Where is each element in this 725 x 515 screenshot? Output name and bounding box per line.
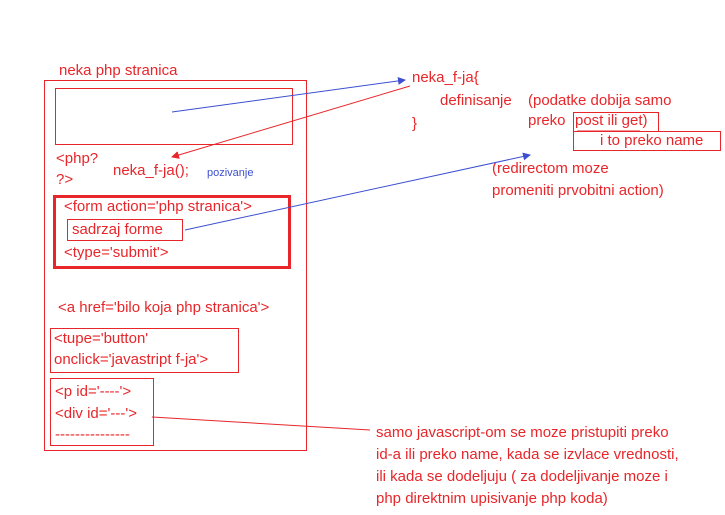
button-line-1: <tupe='button' (54, 330, 149, 347)
redirect-note-1: (redirectom moze (492, 160, 609, 177)
php-close-tag: ?> (56, 171, 74, 188)
data-note-1: (podatke dobija samo (528, 92, 672, 109)
dashes: --------------- (55, 426, 130, 443)
button-box (50, 328, 239, 373)
function-call: neka_f-ja(); (113, 162, 189, 179)
page-title: neka php stranica (59, 62, 178, 79)
form-box (53, 195, 291, 269)
output-area-box (55, 88, 293, 145)
name-box (573, 131, 721, 151)
js-note-4: php direktnim upisivanje php koda) (376, 490, 608, 507)
function-close: } (412, 115, 418, 132)
element-ids-box (50, 378, 154, 446)
div-tag: <div id='---'> (55, 405, 138, 422)
js-note-3: ili kada se dodeljuju ( za dodeljivanje … (376, 468, 668, 485)
redirect-note-2: promeniti prvobitni action) (492, 182, 664, 199)
function-body: definisanje (440, 92, 512, 109)
function-header: neka_f-ja{ (412, 69, 479, 86)
p-tag: <p id='----'> (55, 383, 132, 400)
submit-tag: <type='submit'> (64, 244, 169, 261)
js-note-2: id-a ili preko name, kada se izvlace vre… (376, 446, 679, 463)
form-content: sadrzaj forme (72, 221, 163, 238)
data-note-2-boxed: post ili get) (575, 112, 648, 129)
call-note: pozivanje (207, 167, 254, 179)
data-note-3: i to preko name (600, 132, 704, 149)
button-line-2: onclick='javastript f-ja'> (54, 351, 209, 368)
form-action: <form action='php stranica'> (64, 198, 252, 215)
form-content-box (67, 219, 183, 241)
js-note-1: samo javascript-om se moze pristupiti pr… (376, 424, 669, 441)
data-note-2-prefix: preko (528, 112, 566, 129)
link-tag: <a href='bilo koja php stranica'> (58, 299, 270, 316)
php-open-tag: <php? (56, 150, 99, 167)
